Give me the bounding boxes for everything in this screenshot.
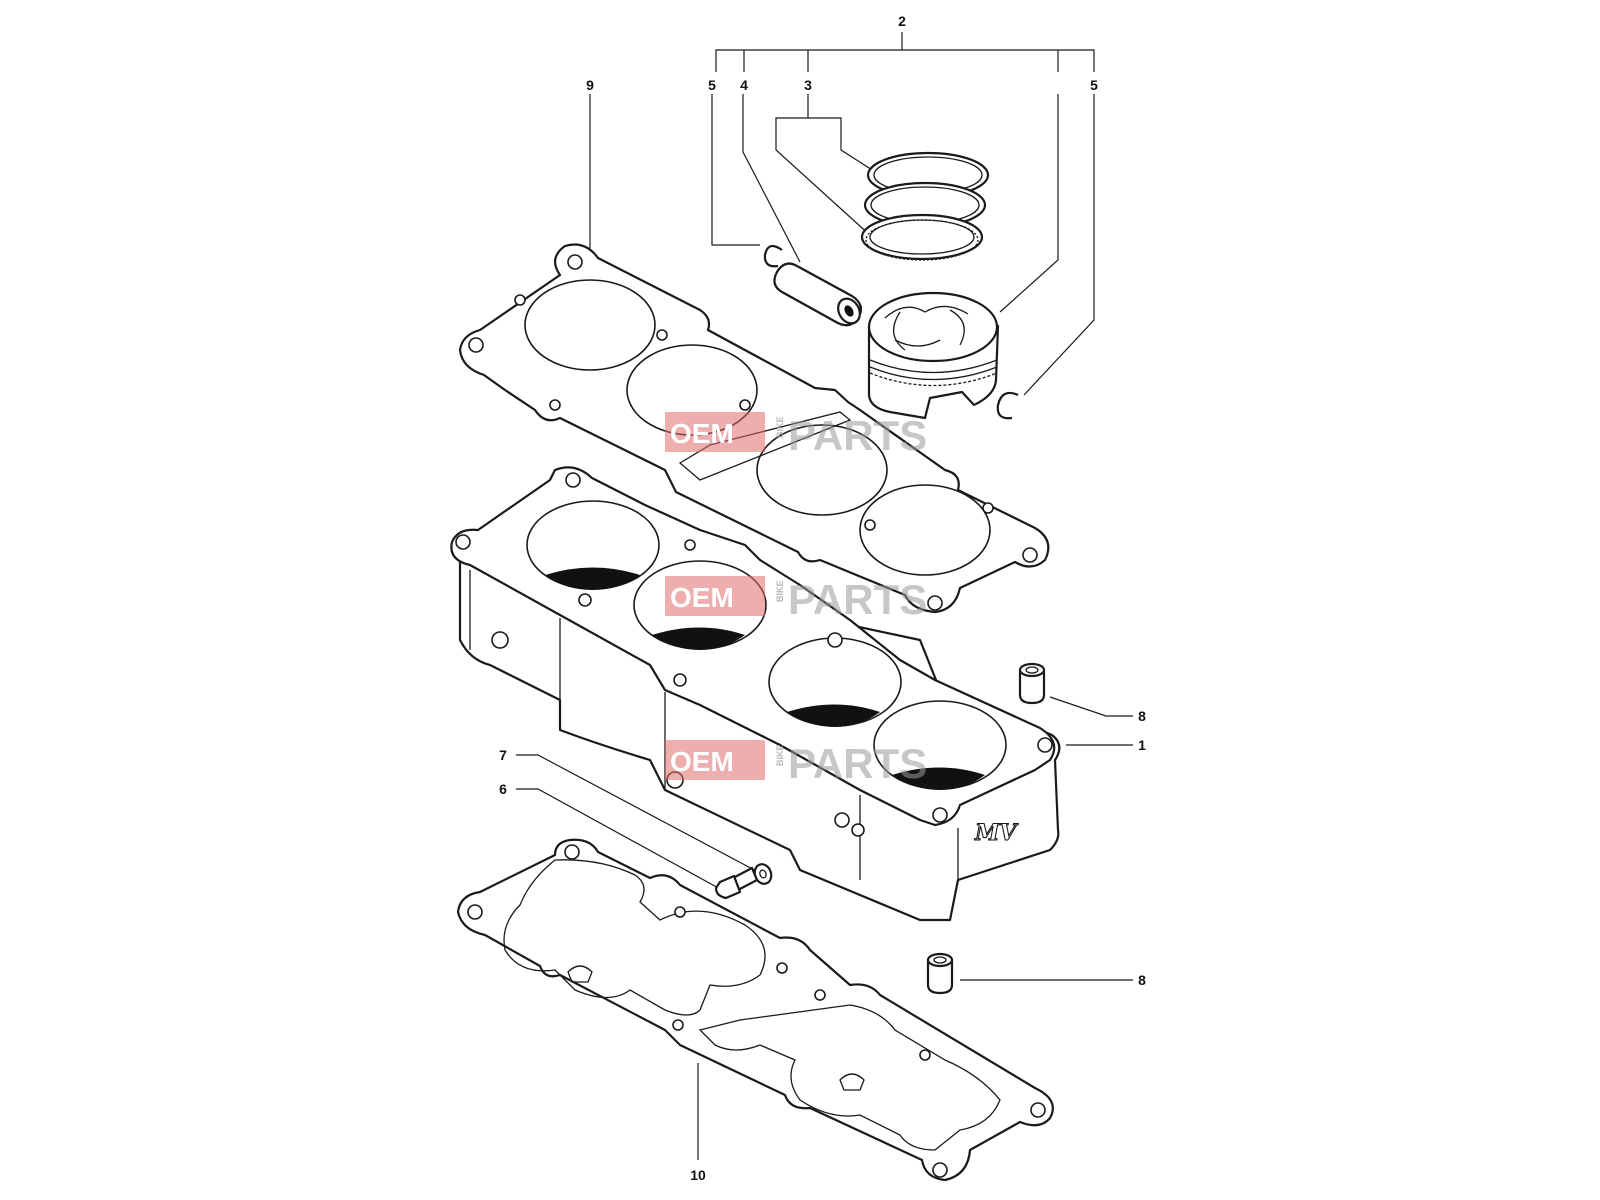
callout-10: 10 xyxy=(690,1167,706,1183)
callout-4: 4 xyxy=(740,77,748,93)
svg-text:PARTS: PARTS xyxy=(788,412,927,459)
svg-text:BIKE: BIKE xyxy=(775,416,785,438)
callout-3: 3 xyxy=(804,77,812,93)
washer-icon xyxy=(753,863,773,885)
callout-2: 2 xyxy=(898,13,906,29)
bolt-icon xyxy=(714,866,759,900)
svg-text:OEM: OEM xyxy=(670,746,734,777)
svg-text:BIKE: BIKE xyxy=(775,744,785,766)
piston-assembly-icon xyxy=(867,291,1000,420)
callout-labels: 2 5 4 3 5 9 8 1 7 6 8 10 xyxy=(499,13,1146,1183)
callout-8-top: 8 xyxy=(1138,708,1146,724)
piston-pin-icon xyxy=(773,262,863,327)
leader-lines xyxy=(516,32,1133,1160)
callout-5-left: 5 xyxy=(708,77,716,93)
callout-5-right: 5 xyxy=(1090,77,1098,93)
cylinder-block-icon: MV xyxy=(450,466,1061,922)
callout-8-bottom: 8 xyxy=(1138,972,1146,988)
callout-7: 7 xyxy=(499,747,507,763)
callout-9: 9 xyxy=(586,77,594,93)
svg-text:OEM: OEM xyxy=(670,582,734,613)
svg-text:OEM: OEM xyxy=(670,418,734,449)
svg-text:PARTS: PARTS xyxy=(788,740,927,787)
callout-6: 6 xyxy=(499,781,507,797)
svg-text:BIKE: BIKE xyxy=(775,580,785,602)
svg-text:PARTS: PARTS xyxy=(788,576,927,623)
piston-rings-icon xyxy=(860,151,990,261)
mv-logo: MV xyxy=(974,820,1018,846)
watermark-bottom: OEM BIKE PARTS xyxy=(665,740,927,787)
watermark-middle: OEM BIKE PARTS xyxy=(665,576,927,623)
watermark-top: OEM BIKE PARTS xyxy=(665,412,927,459)
circlip-icon xyxy=(763,244,1019,420)
dowel-pin-icon xyxy=(926,662,1046,995)
callout-1: 1 xyxy=(1138,737,1146,753)
base-gasket-icon xyxy=(456,838,1054,1182)
